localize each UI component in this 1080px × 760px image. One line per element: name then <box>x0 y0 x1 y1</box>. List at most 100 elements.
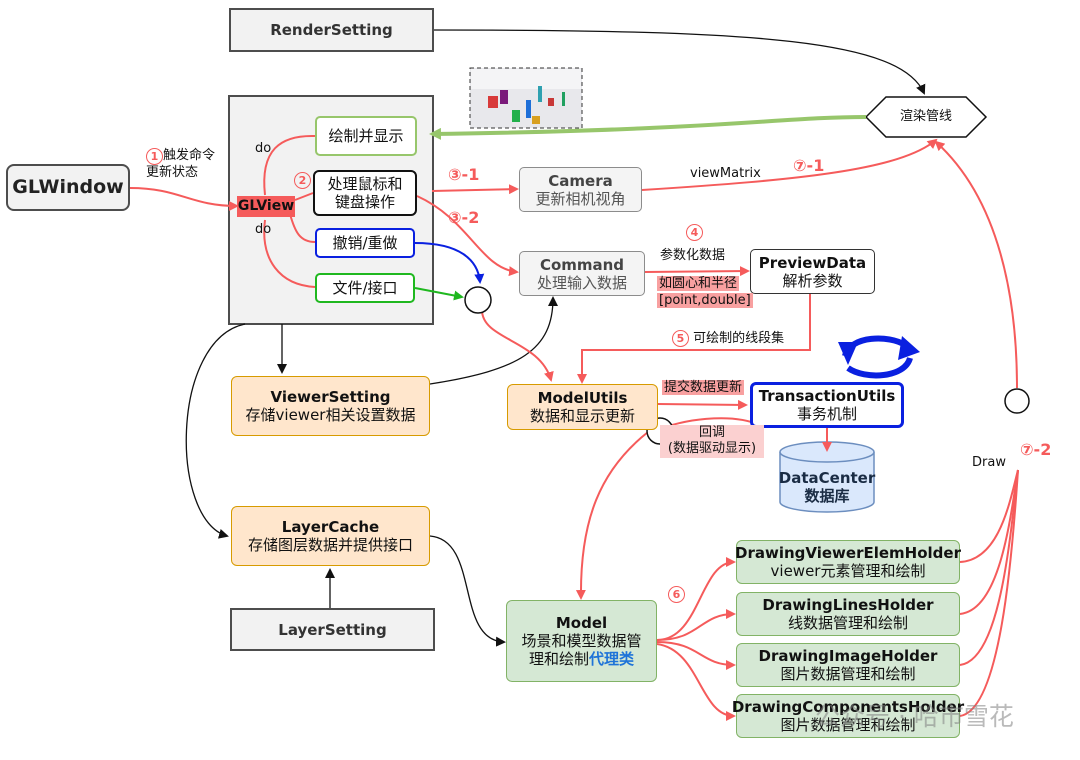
arrow-glview-drawdisplay <box>263 134 316 196</box>
undo-redo-text: 撤销/重做 <box>332 234 398 252</box>
junction-circle-input <box>464 286 492 314</box>
command-subtitle: 处理输入数据 <box>536 273 627 292</box>
holder-components-box: DrawingComponentsHolder 图片数据管理和绘制 <box>732 694 964 738</box>
holder-image-title: DrawingImageHolder <box>758 647 938 665</box>
holder-viewer-elem-subtitle: viewer元素管理和绘制 <box>770 562 926 580</box>
render-pipeline-text: 渲染管线 <box>899 109 952 125</box>
transactionutils-title: TransactionUtils <box>758 387 896 405</box>
viewmatrix-label: viewMatrix <box>690 166 761 181</box>
modelutils-subtitle: 数据和显示更新 <box>529 407 635 425</box>
holder-lines-title: DrawingLinesHolder <box>762 596 934 614</box>
arrow-rendersetting-pipeline <box>432 29 926 95</box>
param-data-label: 参数化数据 <box>660 248 726 263</box>
arrow-glview-mouse <box>294 192 314 201</box>
command-box: Command 处理输入数据 <box>519 251 645 296</box>
model-box: Model 场景和模型数据管 理和绘制代理类 <box>506 600 657 682</box>
scene-thumbnail-image <box>469 67 583 129</box>
layercache-title: LayerCache <box>281 518 380 536</box>
model-subtitle-line1: 场景和模型数据管 <box>521 632 642 650</box>
arrow-command-previewdata <box>644 266 750 277</box>
holder-lines-subtitle: 线数据管理和绘制 <box>787 614 908 632</box>
arrow-model-holder3 <box>656 641 736 670</box>
junction-circle-draw <box>1004 388 1030 414</box>
arrow-junction-modelutils <box>481 309 554 382</box>
step1-number: 1 <box>146 148 163 165</box>
holder-components-title: DrawingComponentsHolder <box>731 698 965 716</box>
do-label-bottom: do <box>255 222 272 237</box>
model-subtitle-plain: 理和绘制 <box>528 650 589 668</box>
arrow-layercache-model <box>429 535 506 647</box>
undo-redo-box: 撤销/重做 <box>315 228 415 258</box>
holder-image-subtitle: 图片数据管理和绘制 <box>780 665 916 683</box>
arrow-draw-pipeline <box>934 140 1018 389</box>
holder-image-box: DrawingImageHolder 图片数据管理和绘制 <box>736 643 960 687</box>
submit-update-text: 提交数据更新 <box>662 380 745 395</box>
viewersetting-subtitle: 存储viewer相关设置数据 <box>245 406 416 424</box>
arrow-glview-layercache <box>185 323 246 539</box>
file-interface-box: 文件/接口 <box>315 273 415 303</box>
previewdata-box: PreviewData 解析参数 <box>750 249 875 294</box>
datacenter-cylinder <box>779 441 875 513</box>
layersetting-title: LayerSetting <box>278 620 387 639</box>
arrow-callback-model <box>575 431 649 600</box>
step3-1-label: ③-1 <box>448 165 480 184</box>
arrow-mouse-camera <box>431 184 519 195</box>
mouse-keyboard-box: 处理鼠标和 键盘操作 <box>313 170 417 216</box>
arrow-model-holder1 <box>656 557 736 641</box>
arrow-pipeline-drawdisplay <box>429 115 867 140</box>
step7-1-label: ⑦-1 <box>793 156 825 175</box>
point-double-text: [point,double] <box>657 293 753 308</box>
render-pipeline-hexagon <box>864 96 988 138</box>
arrow-mouse-command <box>416 195 519 277</box>
holder-components-subtitle: 图片数据管理和绘制 <box>780 716 916 734</box>
arrow-file-junction <box>414 287 464 301</box>
holder-viewer-elem-title: DrawingViewerElemHolder <box>735 544 961 562</box>
camera-box: Camera 更新相机视角 <box>519 167 642 212</box>
arrow-undo-junction <box>414 242 485 284</box>
datacenter-title: DataCenter <box>778 469 876 487</box>
circle-radius-label: 如圆心和半径 <box>657 276 740 292</box>
callback-text: 回调 (数据驱动显示) <box>667 425 757 457</box>
callback-label: 回调 (数据驱动显示) <box>660 425 764 458</box>
step4-number: 4 <box>686 224 703 241</box>
arrow-model-holder2 <box>656 609 736 641</box>
arrow-camera-pipeline <box>641 138 938 191</box>
arrow-viewersetting-command <box>429 296 558 385</box>
step2-label: 2 <box>294 172 311 189</box>
arrow-glwindow-glview <box>129 187 239 211</box>
camera-title: Camera <box>548 171 613 190</box>
glview-title: GLView <box>237 198 295 215</box>
step7-2-label: ⑦-2 <box>1020 440 1052 459</box>
arrow-previewdata-modelutils <box>577 294 811 384</box>
submit-update-label: 提交数据更新 <box>662 380 745 396</box>
glview-badge: GLView <box>237 196 295 217</box>
draw-label: Draw <box>972 455 1006 470</box>
mouse-keyboard-text: 处理鼠标和 键盘操作 <box>327 175 403 211</box>
step2-number: 2 <box>294 172 311 189</box>
layercache-subtitle: 存储图层数据并提供接口 <box>247 536 413 554</box>
datacenter-subtitle: 数据库 <box>804 487 850 505</box>
do-label-top: do <box>255 141 272 156</box>
arrow-holder1-collect <box>959 469 1019 563</box>
step5-label: 5 可绘制的线段集 <box>672 330 784 347</box>
datacenter-label: DataCenter 数据库 <box>778 467 876 507</box>
step6-label: 6 <box>668 586 685 603</box>
file-interface-text: 文件/接口 <box>332 279 398 297</box>
holder-lines-box: DrawingLinesHolder 线数据管理和绘制 <box>736 592 960 636</box>
transactionutils-box: TransactionUtils 事务机制 <box>750 382 904 428</box>
modelutils-title: ModelUtils <box>537 389 628 407</box>
previewdata-title: PreviewData <box>758 253 867 272</box>
arrow-holder3-collect <box>959 469 1019 666</box>
viewersetting-box: ViewerSetting 存储viewer相关设置数据 <box>231 376 430 436</box>
step6-number: 6 <box>668 586 685 603</box>
draw-display-box: 绘制并显示 <box>315 116 417 156</box>
transactionutils-subtitle: 事务机制 <box>796 405 857 423</box>
arrow-modelutils-transaction <box>657 399 748 410</box>
modelutils-box: ModelUtils 数据和显示更新 <box>507 384 658 430</box>
watermark-text: 公众号 · 哈市雪花 <box>815 702 1014 731</box>
rendersetting-title: RenderSetting <box>270 21 393 39</box>
layersetting-box: LayerSetting <box>230 608 435 651</box>
model-subtitle-highlight: 代理类 <box>589 650 635 668</box>
step5-number: 5 <box>672 330 689 347</box>
